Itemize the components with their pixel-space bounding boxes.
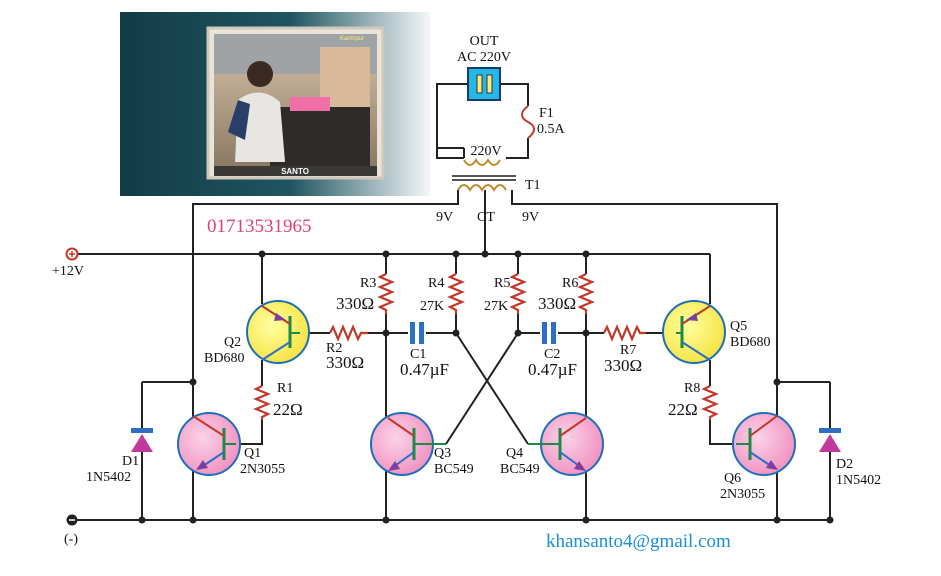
transformer-right-label: 9V [522,210,539,225]
resistor-r5: R5 27K [484,273,527,314]
svg-text:22Ω: 22Ω [273,400,303,419]
transistor-q2: Q2 BD680 [204,300,310,366]
fuse-value: 0.5A [537,122,566,137]
svg-text:330Ω: 330Ω [538,294,576,313]
output-socket: OUT AC 220V [457,34,511,101]
resistor-r4: R4 27K [420,273,465,314]
transistor-q1: Q1 2N3055 [177,412,285,477]
transistor-q5: Q5 BD680 [662,300,770,364]
positive-label: +12V [52,264,84,279]
transformer-name: T1 [525,178,541,193]
svg-text:0.47µF: 0.47µF [400,360,449,379]
svg-text:D2: D2 [836,457,853,472]
svg-text:0.47µF: 0.47µF [528,360,577,379]
output-label-1: OUT [470,34,499,49]
svg-text:2N3055: 2N3055 [720,487,765,502]
svg-text:1N5402: 1N5402 [86,470,131,485]
wires [72,83,832,521]
svg-text:D1: D1 [122,454,139,469]
svg-text:1N5402: 1N5402 [836,473,881,488]
resistor-r1: R1 22Ω [253,381,303,420]
author-photo-panel: SANTO Karimpur [120,12,430,196]
svg-text:R6: R6 [562,276,578,291]
email-address: khansanto4@gmail.com [546,531,731,552]
svg-text:Q5: Q5 [730,319,747,334]
diode-d2: D2 1N5402 [819,428,881,488]
negative-label: (-) [64,532,78,547]
positive-terminal: +12V [52,247,84,279]
transformer-ct-label: CT [477,210,495,225]
resistor-r2: R2 330Ω [326,324,368,372]
svg-text:C2: C2 [544,347,560,362]
svg-text:Q4: Q4 [506,446,523,461]
svg-text:330Ω: 330Ω [326,353,364,372]
phone-number: 01713531965 [207,216,312,237]
svg-text:C1: C1 [410,347,426,362]
svg-text:R2: R2 [326,341,342,356]
svg-text:Karimpur: Karimpur [340,36,365,42]
svg-text:Q6: Q6 [724,471,741,486]
photo-caption: SANTO [281,167,309,176]
svg-text:330Ω: 330Ω [336,294,374,313]
svg-text:R5: R5 [494,276,510,291]
fuse-name: F1 [539,106,554,121]
fuse-f1: F1 0.5A [521,105,566,139]
resistor-r8: R8 22Ω [668,381,719,420]
svg-text:2N3055: 2N3055 [240,462,285,477]
svg-text:330Ω: 330Ω [604,356,642,375]
svg-text:BC549: BC549 [500,462,540,477]
capacitor-c1: C1 0.47µF [400,322,449,379]
svg-text:Q2: Q2 [224,335,241,350]
transistor-q6: Q6 2N3055 [720,412,796,502]
resistor-r7: R7 330Ω [603,324,646,375]
negative-terminal: (-) [64,514,78,547]
resistor-r6: R6 330Ω [538,273,595,314]
capacitor-c2: C2 0.47µF [528,322,577,379]
svg-text:BC549: BC549 [434,462,474,477]
svg-text:R3: R3 [360,276,376,291]
svg-text:27K: 27K [484,299,508,314]
output-label-2: AC 220V [457,50,511,65]
svg-text:SANTO: SANTO [281,167,309,176]
svg-text:BD680: BD680 [204,351,244,366]
svg-text:Q1: Q1 [244,446,261,461]
diode-d1: D1 1N5402 [86,428,153,485]
svg-text:R1: R1 [277,381,293,396]
resistor-r3: R3 330Ω [336,273,395,314]
svg-text:22Ω: 22Ω [668,400,698,419]
junction-dots [138,250,834,524]
svg-text:Q3: Q3 [434,446,451,461]
svg-text:R8: R8 [684,381,700,396]
svg-text:R7: R7 [620,343,636,358]
transformer-t1: 220V T1 9V CT 9V [436,144,541,225]
transistor-q4: Q4 BC549 [500,412,604,477]
transformer-left-label: 9V [436,210,453,225]
svg-text:27K: 27K [420,299,444,314]
photo-watermark: Karimpur [340,36,365,42]
transformer-primary-label: 220V [470,144,501,159]
svg-text:BD680: BD680 [730,335,770,350]
svg-text:R4: R4 [428,276,444,291]
transistor-q3: Q3 BC549 [370,412,474,477]
